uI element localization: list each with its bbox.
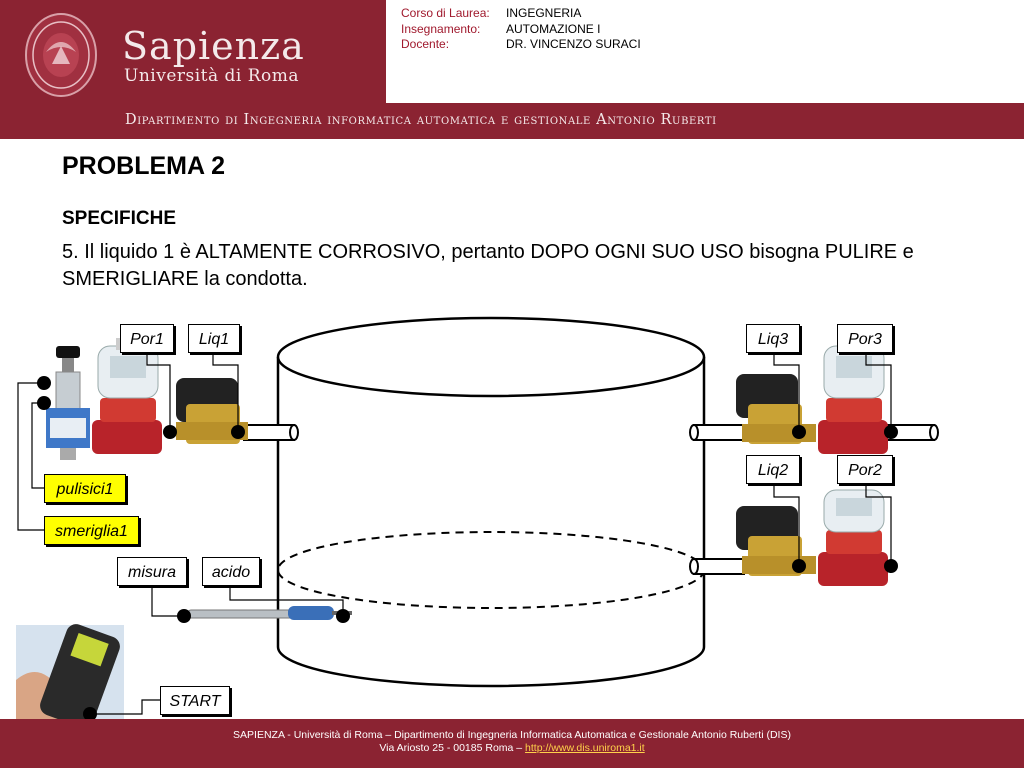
university-subtitle: Università di Roma — [124, 66, 300, 86]
spec-text: 5. Il liquido 1 è ALTAMENTE CORROSIVO, p… — [62, 241, 914, 290]
course-label: Insegnamento: — [401, 21, 481, 36]
course-row: Docente: DR. VINCENZO SURACI — [401, 37, 641, 53]
flowmeter-por2 — [818, 489, 888, 586]
flowmeter-por1 — [92, 338, 162, 454]
course-label: Corso di Laurea: — [401, 6, 490, 20]
footer: SAPIENZA - Università di Roma – Dipartim… — [0, 719, 1024, 768]
page-title: PROBLEMA 2 — [62, 152, 225, 180]
tank — [276, 316, 706, 688]
handheld-terminal-image — [16, 624, 124, 728]
pipe-right-bottom — [689, 558, 745, 575]
course-value: INGEGNERIA — [506, 6, 582, 20]
footer-line-1: SAPIENZA - Università di Roma – Dipartim… — [233, 729, 791, 741]
section-subtitle: SPECIFICHE — [62, 208, 177, 229]
sapienza-seal-icon — [25, 13, 97, 97]
label-start: START — [160, 686, 230, 715]
valve-liq1 — [176, 378, 248, 444]
pipe-right-top — [689, 424, 745, 441]
label-acido: acido — [202, 557, 260, 586]
label-misura: misura — [117, 557, 187, 586]
label-pulisici1: pulisici1 — [44, 474, 126, 503]
cleaning-device — [46, 346, 90, 460]
label-por1: Por1 — [120, 324, 174, 353]
department-name: Dipartimento di Ingegneria informatica a… — [125, 112, 717, 128]
footer-text: SAPIENZA - Università di Roma – Dipartim… — [0, 729, 1024, 755]
footer-line-2: Via Ariosto 25 - 00185 Roma – http://www… — [0, 742, 1024, 755]
header-logo-panel: Sapienza Università di Roma — [0, 0, 386, 103]
connection-dots — [37, 376, 898, 721]
footer-address: Via Ariosto 25 - 00185 Roma – — [379, 742, 526, 754]
course-row: Corso di Laurea: INGEGNERIA — [401, 6, 641, 22]
course-value: AUTOMAZIONE I — [506, 21, 601, 36]
label-por2: Por2 — [837, 455, 893, 484]
label-liq2: Liq2 — [746, 455, 800, 484]
footer-website-link[interactable]: http://www.dis.uniroma1.it — [525, 742, 645, 754]
department-bar: Dipartimento di Ingegneria informatica a… — [0, 103, 1024, 139]
course-info: Corso di Laurea: INGEGNERIA Insegnamento… — [401, 6, 641, 53]
ph-probe — [187, 606, 352, 620]
university-name: Sapienza — [122, 24, 305, 68]
course-value: DR. VINCENZO SURACI — [506, 37, 641, 51]
course-label: Docente: — [401, 37, 450, 51]
course-row: Insegnamento: AUTOMAZIONE I — [401, 22, 641, 38]
label-smeriglia1: smeriglia1 — [44, 516, 139, 545]
label-liq1: Liq1 — [188, 324, 240, 353]
label-liq3: Liq3 — [746, 324, 800, 353]
flowmeter-por3 — [818, 338, 888, 454]
label-por3: Por3 — [837, 324, 893, 353]
pipe-left — [243, 424, 299, 441]
